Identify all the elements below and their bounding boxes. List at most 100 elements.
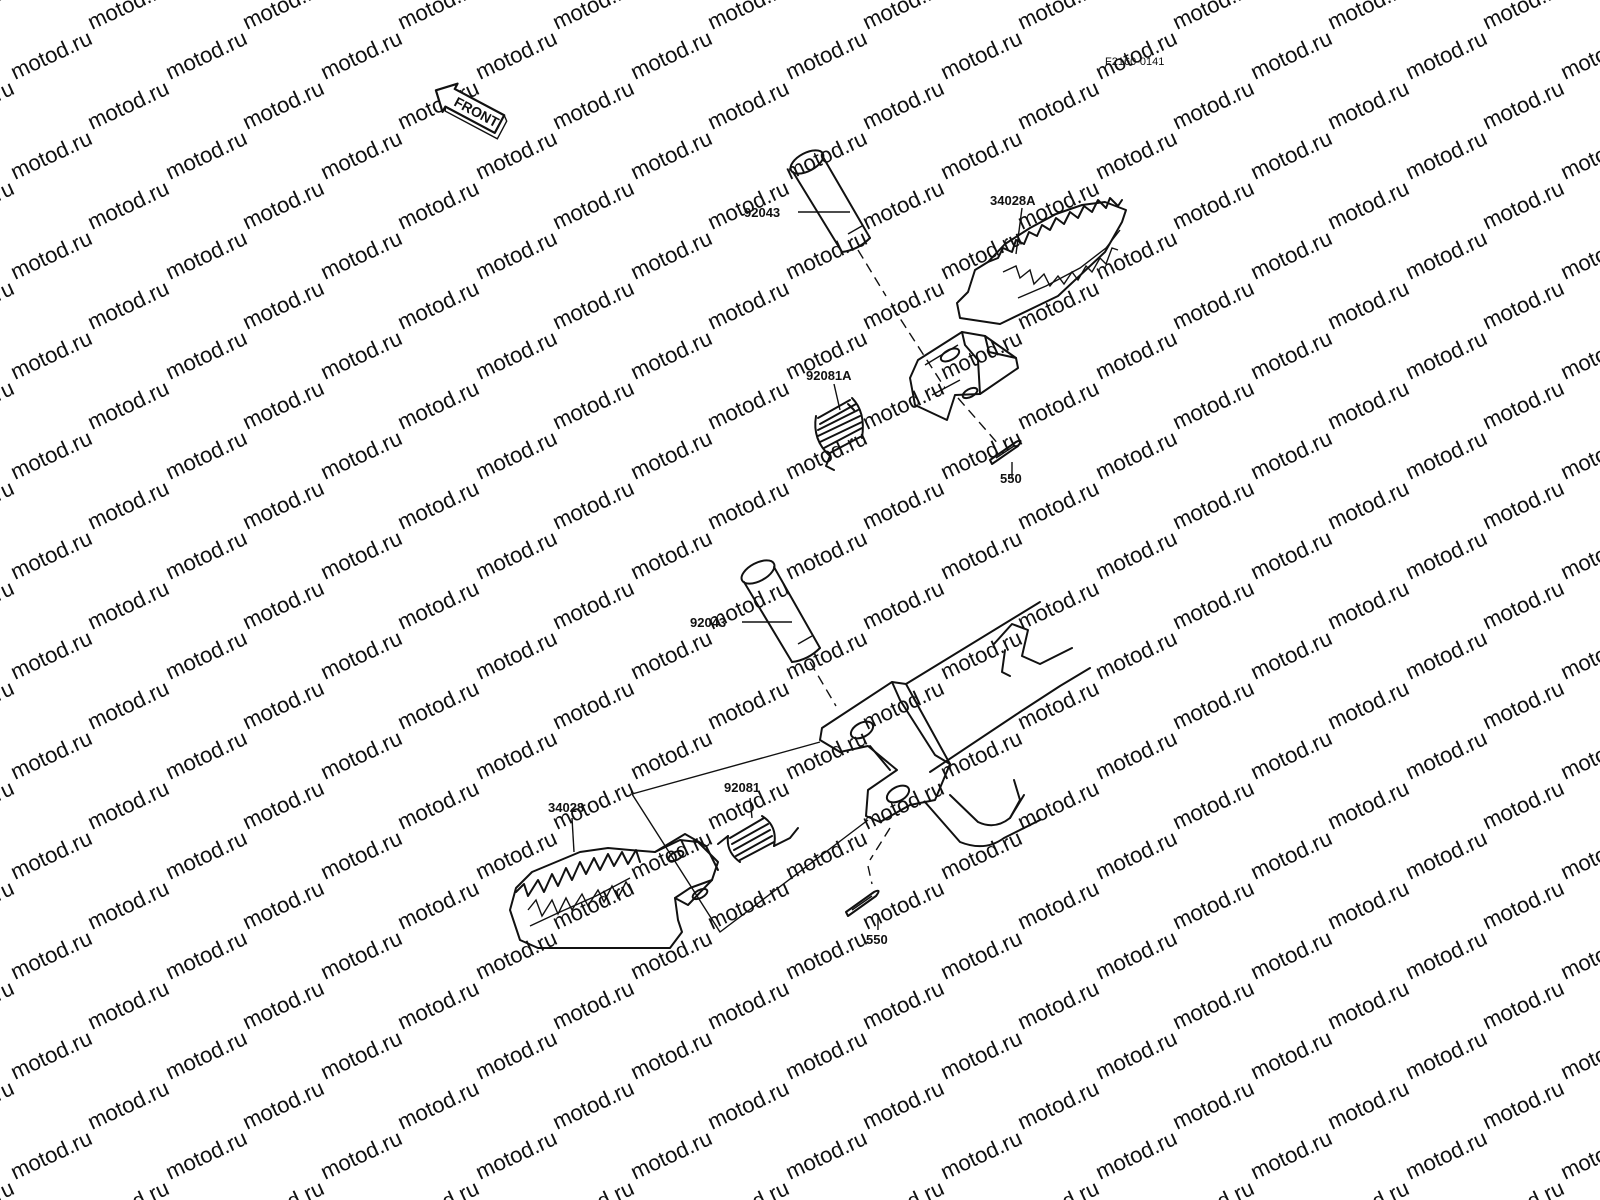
watermark-text: motod.ru xyxy=(7,425,96,484)
watermark-text: motod.ru xyxy=(472,1125,561,1184)
label-upper-footpeg: 34028A xyxy=(990,193,1036,208)
watermark-text: motod.ru xyxy=(1557,1025,1600,1084)
watermark-text: motod.ru xyxy=(1324,0,1413,35)
watermark-text: motod.ru xyxy=(84,675,173,734)
watermark-text: motod.ru xyxy=(1014,375,1103,434)
watermark-text: motod.ru xyxy=(627,425,716,484)
watermark-text: motod.ru xyxy=(394,1075,483,1134)
watermark-text: motod.ru xyxy=(0,175,18,234)
watermark-text: motod.ru xyxy=(859,75,948,134)
watermark-text: motod.ru xyxy=(1479,0,1568,35)
watermark-text: motod.ru xyxy=(1479,75,1568,134)
lower-footpeg xyxy=(509,833,719,949)
watermark-text: motod.ru xyxy=(317,1025,406,1084)
watermark-text: motod.ru xyxy=(937,125,1026,184)
watermark-text: motod.ru xyxy=(549,975,638,1034)
watermark-text: motod.ru xyxy=(394,675,483,734)
watermark-text: motod.ru xyxy=(1092,525,1181,584)
watermark-text: motod.ru xyxy=(1479,375,1568,434)
watermark-text: motod.ru xyxy=(239,675,328,734)
watermark-text: motod.ru xyxy=(0,0,18,35)
watermark-text: motod.ru xyxy=(627,525,716,584)
watermark-text: motod.ru xyxy=(7,725,96,784)
watermark-text: motod.ru xyxy=(472,725,561,784)
watermark-text: motod.ru xyxy=(1169,875,1258,934)
watermark-text: motod.ru xyxy=(317,225,406,284)
watermark-text: motod.ru xyxy=(7,1025,96,1084)
label-lower-pin: 92043 xyxy=(690,615,726,630)
watermark-text: motod.ru xyxy=(1479,1175,1568,1200)
watermark-text: motod.ru xyxy=(704,0,793,35)
watermark-text: motod.ru xyxy=(627,725,716,784)
watermark-text: motod.ru xyxy=(1557,525,1600,584)
watermark-text: motod.ru xyxy=(394,375,483,434)
watermark-text: motod.ru xyxy=(1557,1125,1600,1184)
watermark-text: motod.ru xyxy=(1247,725,1336,784)
watermark-text: motod.ru xyxy=(84,175,173,234)
watermark-text: motod.ru xyxy=(1402,625,1491,684)
upper-spring xyxy=(814,397,864,471)
watermark-text: motod.ru xyxy=(937,225,1026,284)
watermark-text: motod.ru xyxy=(1092,725,1181,784)
watermark-text: motod.ru xyxy=(317,125,406,184)
watermark-text: motod.ru xyxy=(394,275,483,334)
watermark-text: motod.ru xyxy=(1014,975,1103,1034)
watermark-text: motod.ru xyxy=(1169,1075,1258,1134)
watermark-text: motod.ru xyxy=(1169,675,1258,734)
watermark-text: motod.ru xyxy=(239,575,328,634)
watermark-text: motod.ru xyxy=(0,975,18,1034)
watermark-text: motod.ru xyxy=(1092,125,1181,184)
watermark-text: motod.ru xyxy=(1247,425,1336,484)
watermark-text: motod.ru xyxy=(859,1075,948,1134)
watermark-text: motod.ru xyxy=(1479,575,1568,634)
watermark-text: motod.ru xyxy=(937,1125,1026,1184)
watermark-text: motod.ru xyxy=(84,975,173,1034)
watermark-text: motod.ru xyxy=(239,275,328,334)
watermark-text: motod.ru xyxy=(239,875,328,934)
watermark-text: motod.ru xyxy=(1324,975,1413,1034)
watermark-text: motod.ru xyxy=(1169,775,1258,834)
watermark-text: motod.ru xyxy=(394,0,483,35)
watermark-text: motod.ru xyxy=(1092,1125,1181,1184)
watermark-text: motod.ru xyxy=(239,0,328,35)
watermark-text: motod.ru xyxy=(239,375,328,434)
watermark-text: motod.ru xyxy=(859,575,948,634)
watermark-text: motod.ru xyxy=(859,475,948,534)
label-lower-spring: 92081 xyxy=(724,780,760,795)
watermark-text: motod.ru xyxy=(7,925,96,984)
watermark-text: motod.ru xyxy=(1324,175,1413,234)
watermark-text: motod.ru xyxy=(84,375,173,434)
watermark-text: motod.ru xyxy=(1402,925,1491,984)
watermark-text: motod.ru xyxy=(162,925,251,984)
watermark-text: motod.ru xyxy=(704,975,793,1034)
watermark-text: motod.ru xyxy=(1247,125,1336,184)
watermark-text: motod.ru xyxy=(317,1125,406,1184)
watermark-text: motod.ru xyxy=(1557,825,1600,884)
watermark-text: motod.ru xyxy=(1557,725,1600,784)
watermark-text: motod.ru xyxy=(472,125,561,184)
watermark-text: motod.ru xyxy=(704,475,793,534)
watermark-text: motod.ru xyxy=(1247,25,1336,84)
watermark-text: motod.ru xyxy=(394,775,483,834)
watermark-text: motod.ru xyxy=(7,25,96,84)
watermark-text: motod.ru xyxy=(1014,75,1103,134)
watermark-text: motod.ru xyxy=(782,725,871,784)
watermark-text: motod.ru xyxy=(1557,25,1600,84)
watermark-text: motod.ru xyxy=(937,725,1026,784)
watermark-text: motod.ru xyxy=(1092,325,1181,384)
watermark-text: motod.ru xyxy=(1169,175,1258,234)
watermark-text: motod.ru xyxy=(627,225,716,284)
watermark-text: motod.ru xyxy=(84,575,173,634)
watermark-text: motod.ru xyxy=(162,425,251,484)
watermark-text: motod.ru xyxy=(937,25,1026,84)
watermark-text: motod.ru xyxy=(84,875,173,934)
watermark-text: motod.ru xyxy=(859,175,948,234)
watermark-text: motod.ru xyxy=(7,325,96,384)
watermark-text: motod.ru xyxy=(7,625,96,684)
watermark-text: motod.ru xyxy=(549,1075,638,1134)
watermark-text: motod.ru xyxy=(1479,875,1568,934)
watermark-text: motod.ru xyxy=(1324,275,1413,334)
watermark-text: motod.ru xyxy=(1092,625,1181,684)
watermark-text: motod.ru xyxy=(1247,325,1336,384)
watermark-text: motod.ru xyxy=(317,325,406,384)
